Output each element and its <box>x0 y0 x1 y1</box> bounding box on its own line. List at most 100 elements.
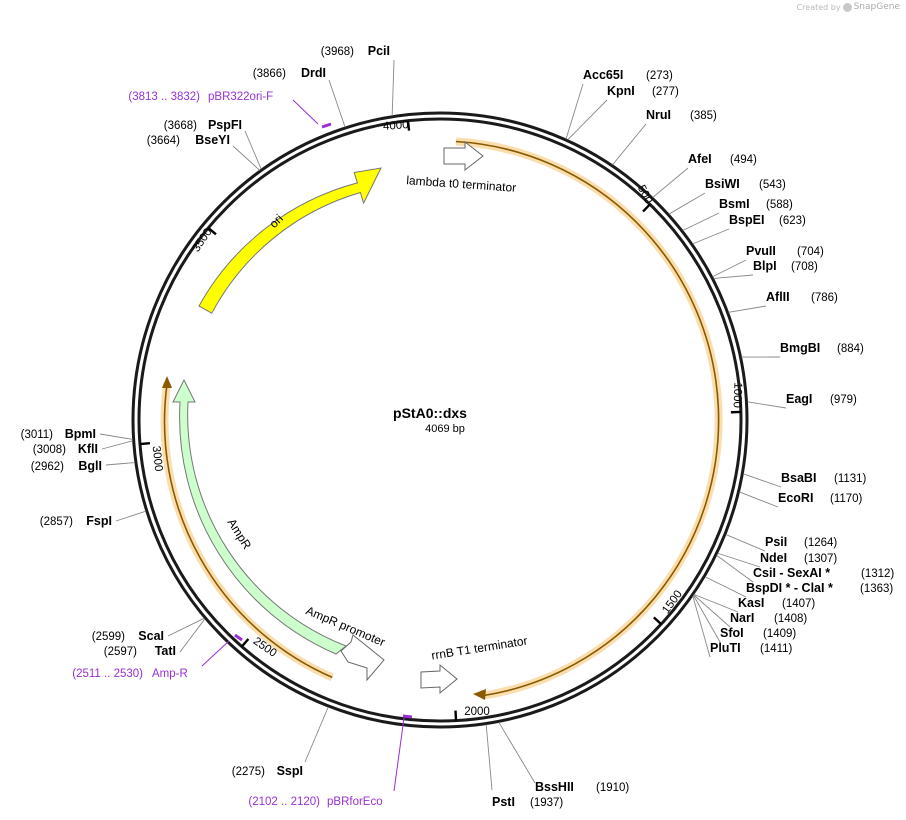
feature-label-lambda-t0-terminator: lambda t0 terminator <box>406 173 517 195</box>
site-leader-line <box>565 83 584 140</box>
site-name: BmgBI <box>780 341 820 355</box>
site-drdi[interactable]: DrdI(3866) <box>253 66 346 128</box>
site-bsabi[interactable]: BsaBI(1131) <box>743 471 867 488</box>
primer-pbr322ori-f[interactable]: (3813 .. 3832)pBR322ori-F <box>128 91 332 129</box>
site-name: BssHII <box>535 780 574 794</box>
site-position: (3664) <box>147 135 180 147</box>
site-nrui[interactable]: NruI(385) <box>612 108 718 166</box>
site-tati[interactable]: TatI(2597) <box>104 618 206 658</box>
site-kasi[interactable]: KasI (1407) <box>693 593 816 613</box>
site-leader-line <box>115 510 146 522</box>
site-bsmi[interactable]: BsmI(588) <box>682 197 793 231</box>
site-position: (3011) <box>21 429 54 441</box>
site-ndei[interactable]: NdeI(1307) <box>717 551 838 568</box>
site-psii[interactable]: PsiI(1264) <box>725 534 838 552</box>
site-pvuii[interactable]: PvuII(704) <box>712 244 824 278</box>
site-name: NdeI <box>760 551 787 565</box>
primer-amp-r[interactable]: (2511 .. 2530)Amp-R <box>72 633 243 680</box>
site-leader-line <box>391 59 395 116</box>
site-name: BsiWI <box>705 177 740 191</box>
backbone-inner-ring <box>137 117 743 723</box>
site-name: BspDI * - ClaI * <box>746 581 833 595</box>
site-leader-line <box>304 706 329 763</box>
site-bmgbi[interactable]: BmgBI(884) <box>741 341 865 358</box>
site-position: (708) <box>791 261 818 273</box>
site-position: (1363) <box>860 583 893 595</box>
site-pluti[interactable]: PluTI(1411) <box>692 595 793 658</box>
primer-leader-line <box>292 99 319 125</box>
site-name: KasI <box>738 596 764 610</box>
site-leader-line <box>713 274 754 279</box>
primer-leader-line <box>201 640 230 667</box>
site-leader-line <box>485 724 493 791</box>
site-leader-line <box>716 555 754 583</box>
site-fspi[interactable]: FspI(2857) <box>40 510 146 528</box>
site-position: (1312) <box>861 568 894 580</box>
site-bsiwi[interactable]: BsiWI(543) <box>668 177 786 215</box>
tick-label-2000: 2000 <box>464 706 490 718</box>
brand-prefix: Created by <box>796 2 841 12</box>
site-eagi[interactable]: EagI(979) <box>747 392 857 409</box>
site-aflii[interactable]: AflII(786) <box>728 290 838 313</box>
site-position: (1264) <box>804 537 837 549</box>
site-scai[interactable]: ScaI(2599) <box>92 617 205 643</box>
site-leader-line <box>693 594 731 628</box>
site-position: (1409) <box>763 628 796 640</box>
site-sspi[interactable]: SspI(2275) <box>232 706 329 778</box>
site-sfoi[interactable]: SfoI (1409) <box>692 594 796 643</box>
site-leader-line <box>652 167 689 198</box>
site-bspei[interactable]: BspEI(623) <box>692 213 806 245</box>
site-leader-line <box>232 145 260 171</box>
site-position: (704) <box>797 246 824 258</box>
site-nari[interactable]: NarI(1408) <box>693 594 808 628</box>
site-bspdi-clai[interactable]: BspDI * - ClaI * (1363) <box>704 576 893 598</box>
site-name: BsaBI <box>781 471 816 485</box>
tick-label-4000: 4000 <box>383 119 409 133</box>
site-name: KpnI <box>607 84 635 98</box>
site-name: BpmI <box>65 427 96 441</box>
site-leader-line <box>682 212 720 231</box>
site-kfli[interactable]: KflI(3008) <box>33 440 133 456</box>
primer-range: (2511 .. 2530) <box>72 668 143 680</box>
site-bpmi[interactable]: BpmI (3011) <box>21 427 133 441</box>
site-leader-line <box>739 491 779 508</box>
tick-mark-500 <box>642 203 651 213</box>
map-title: pStA0::dxs <box>393 405 467 421</box>
site-bsshii[interactable]: BssHII(1910) <box>498 722 630 794</box>
site-name: KflI <box>78 442 98 456</box>
tick-mark-4000 <box>406 120 411 131</box>
ampr-line <box>163 382 333 679</box>
ampr-line-arrow-head <box>162 376 172 388</box>
site-name: BseYI <box>195 133 230 147</box>
site-position: (2275) <box>232 766 265 778</box>
site-position: (273) <box>646 70 673 82</box>
site-afei[interactable]: AfeI(494) <box>652 152 757 198</box>
site-name: FspI <box>86 514 112 528</box>
site-kpni[interactable]: KpnI(277) <box>567 84 679 141</box>
primer-name: pBR322ori-F <box>208 91 273 103</box>
site-name: Acc65I <box>583 68 623 82</box>
site-position: (2962) <box>31 461 64 473</box>
site-csii-sexai[interactable]: CsiI - SexAI *(1312) <box>716 555 895 583</box>
site-name: PstI <box>492 795 515 809</box>
site-name: SfoI <box>720 626 744 640</box>
tick-mark-3500 <box>207 226 217 236</box>
site-bseyi[interactable]: BseYI (3664) <box>147 133 260 171</box>
site-bgli[interactable]: BglI(2962) <box>31 459 135 473</box>
site-blpi[interactable]: BlpI(708) <box>713 259 818 279</box>
site-leader-line <box>728 305 767 313</box>
site-position: (786) <box>811 292 838 304</box>
tick-mark-2500 <box>240 638 250 648</box>
site-position: (1407) <box>782 598 815 610</box>
site-psti[interactable]: PstI(1937) <box>485 724 563 809</box>
site-acc65i[interactable]: Acc65I (273) <box>565 68 673 140</box>
site-pspfi[interactable]: PspFI(3668) <box>164 118 262 170</box>
site-position: (3866) <box>253 68 286 80</box>
site-pcii[interactable]: PciI(3968) <box>321 44 395 116</box>
site-leader-line <box>725 534 766 552</box>
site-name: PluTI <box>710 641 741 655</box>
primer-range: (2102 .. 2120) <box>248 796 320 808</box>
primer-pbrforeco[interactable]: (2102 .. 2120)pBRforEco <box>248 714 413 808</box>
site-ecori[interactable]: EcoRI(1170) <box>739 491 863 508</box>
